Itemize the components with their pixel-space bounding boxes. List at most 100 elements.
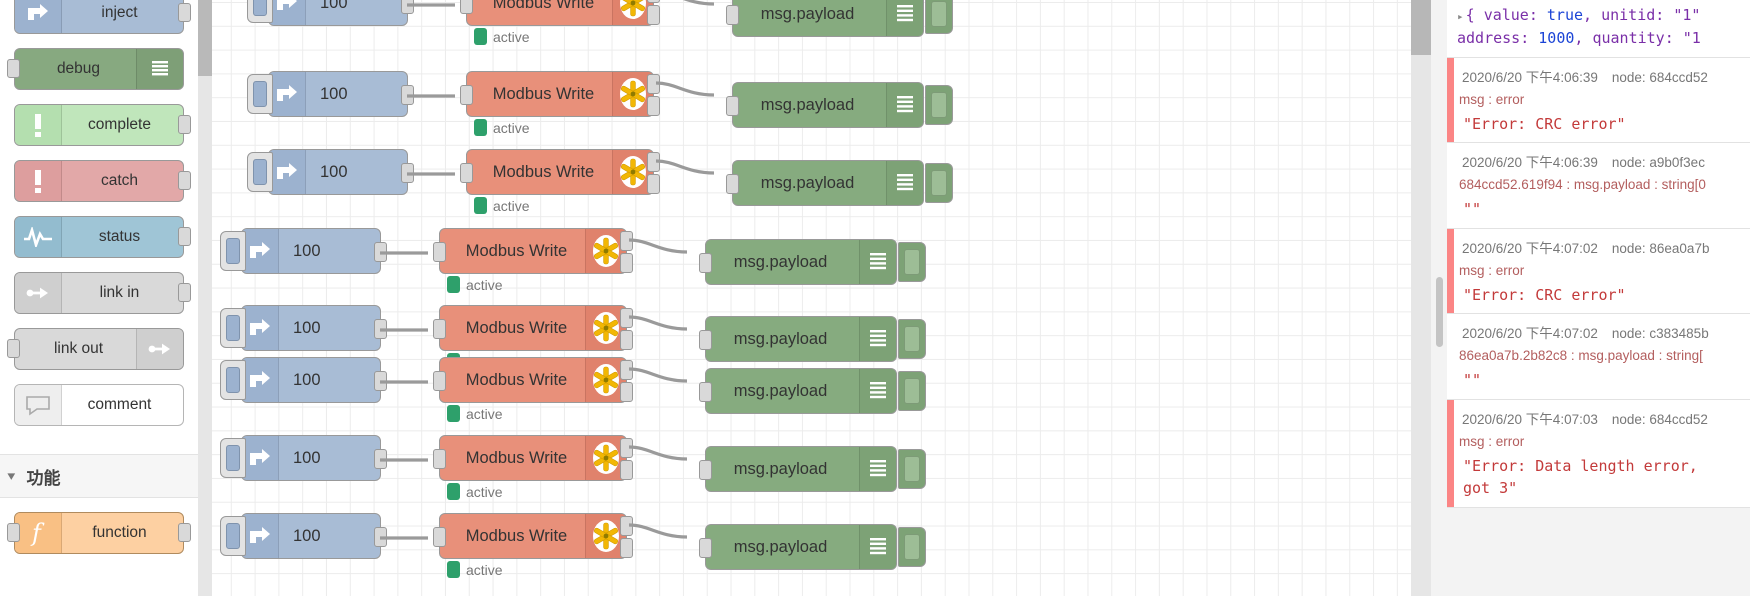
modbus-write-node[interactable]: Modbus Write — [460, 149, 660, 195]
inject-trigger-button[interactable] — [220, 231, 246, 271]
node-output-port-2[interactable] — [647, 5, 660, 25]
node-input-port[interactable] — [433, 449, 446, 469]
palette-node-inject[interactable]: inject — [14, 0, 191, 34]
debug-toggle-button[interactable] — [898, 449, 926, 489]
debug-node[interactable]: msg.payload — [726, 0, 953, 37]
debug-scrollbar-thumb[interactable] — [1436, 277, 1443, 347]
inject-trigger-button[interactable] — [247, 74, 273, 114]
palette-scrollbar[interactable] — [198, 0, 212, 596]
inject-node[interactable]: 100 — [247, 0, 414, 26]
modbus-write-node[interactable]: Modbus Write — [460, 0, 660, 26]
modbus-write-node[interactable]: Modbus Write — [433, 513, 633, 559]
palette-node-catch[interactable]: catch — [14, 160, 191, 202]
node-output-port[interactable] — [178, 171, 191, 190]
node-input-port[interactable] — [699, 538, 712, 558]
node-output-port[interactable] — [178, 523, 191, 542]
palette-node-status[interactable]: status — [14, 216, 191, 258]
debug-toggle-button[interactable] — [925, 0, 953, 34]
debug-node[interactable]: msg.payload — [699, 368, 926, 414]
inject-node[interactable]: 100 — [247, 71, 414, 117]
node-input-port[interactable] — [7, 339, 20, 358]
canvas-scrollbar[interactable] — [1411, 0, 1431, 596]
inject-trigger-button[interactable] — [220, 438, 246, 478]
node-output-port-2[interactable] — [620, 460, 633, 480]
debug-toggle-button[interactable] — [898, 527, 926, 567]
debug-node[interactable]: msg.payload — [726, 160, 953, 206]
node-input-port[interactable] — [433, 371, 446, 391]
inject-node[interactable]: 100 — [220, 305, 387, 351]
node-input-port[interactable] — [433, 527, 446, 547]
palette-node-link-out[interactable]: link out — [7, 328, 184, 370]
node-output-port-2[interactable] — [647, 96, 660, 116]
debug-object-entry[interactable]: ▸{ value: true, unitid: "1" address: 100… — [1447, 0, 1750, 58]
inject-node[interactable]: 100 — [220, 228, 387, 274]
node-input-port[interactable] — [460, 163, 473, 183]
modbus-write-node[interactable]: Modbus Write — [433, 357, 633, 403]
inject-trigger-button[interactable] — [220, 308, 246, 348]
canvas-scrollbar-thumb[interactable] — [1411, 0, 1431, 55]
node-output-port-2[interactable] — [620, 382, 633, 402]
node-output-port[interactable] — [178, 3, 191, 22]
inject-node[interactable]: 100 — [220, 435, 387, 481]
node-input-port[interactable] — [699, 330, 712, 350]
node-output-port-2[interactable] — [620, 538, 633, 558]
node-input-port[interactable] — [7, 523, 20, 542]
palette-category-function[interactable]: ▾ 功能 — [0, 454, 198, 498]
node-output-port-2[interactable] — [647, 174, 660, 194]
palette-scrollbar-thumb[interactable] — [198, 0, 212, 76]
node-output-port-2[interactable] — [620, 253, 633, 273]
inject-trigger-button[interactable] — [220, 516, 246, 556]
node-output-port[interactable] — [178, 283, 191, 302]
node-output-port[interactable] — [178, 115, 191, 134]
node-input-port[interactable] — [726, 174, 739, 194]
node-input-port[interactable] — [726, 5, 739, 25]
debug-node[interactable]: msg.payload — [699, 446, 926, 492]
node-input-port[interactable] — [699, 382, 712, 402]
inject-trigger-button[interactable] — [247, 0, 273, 23]
node-output-port[interactable] — [178, 227, 191, 246]
debug-lines-icon — [886, 83, 923, 127]
modbus-write-node[interactable]: Modbus Write — [433, 435, 633, 481]
node-input-port[interactable] — [460, 0, 473, 14]
debug-node[interactable]: msg.payload — [699, 524, 926, 570]
debug-scrollbar[interactable] — [1436, 0, 1443, 596]
debug-toggle-button[interactable] — [898, 371, 926, 411]
node-input-port[interactable] — [699, 253, 712, 273]
debug-toggle-button[interactable] — [925, 85, 953, 125]
modbus-write-node[interactable]: Modbus Write — [433, 305, 633, 351]
palette-node-link-in[interactable]: link in — [14, 272, 191, 314]
expand-triangle-icon[interactable]: ▸ — [1457, 10, 1464, 23]
palette-node-function[interactable]: f function — [7, 512, 191, 554]
modbus-node-label: Modbus Write — [465, 370, 568, 389]
node-input-port[interactable] — [433, 242, 446, 262]
inject-node[interactable]: 100 — [247, 149, 414, 195]
palette-node-debug[interactable]: debug — [7, 48, 184, 90]
debug-toggle-button[interactable] — [898, 242, 926, 282]
node-input-port[interactable] — [7, 59, 20, 78]
inject-trigger-button[interactable] — [220, 360, 246, 400]
inject-node[interactable]: 100 — [220, 513, 387, 559]
palette-node-comment[interactable]: comment — [14, 384, 184, 426]
debug-toggle-button[interactable] — [898, 319, 926, 359]
debug-node[interactable]: msg.payload — [699, 239, 926, 285]
debug-node[interactable]: msg.payload — [699, 316, 926, 362]
node-output-port-1[interactable] — [647, 0, 660, 3]
debug-toggle-button[interactable] — [925, 163, 953, 203]
node-input-port[interactable] — [433, 319, 446, 339]
modbus-write-node[interactable]: Modbus Write — [460, 71, 660, 117]
inject-trigger-button[interactable] — [247, 152, 273, 192]
node-output-port-2[interactable] — [620, 330, 633, 350]
node-input-port[interactable] — [699, 460, 712, 480]
inject-node[interactable]: 100 — [220, 357, 387, 403]
modbus-write-node[interactable]: Modbus Write — [433, 228, 633, 274]
debug-node[interactable]: msg.payload — [726, 82, 953, 128]
palette-node-complete[interactable]: complete — [14, 104, 191, 146]
node-input-port[interactable] — [460, 85, 473, 105]
node-input-port[interactable] — [726, 96, 739, 116]
